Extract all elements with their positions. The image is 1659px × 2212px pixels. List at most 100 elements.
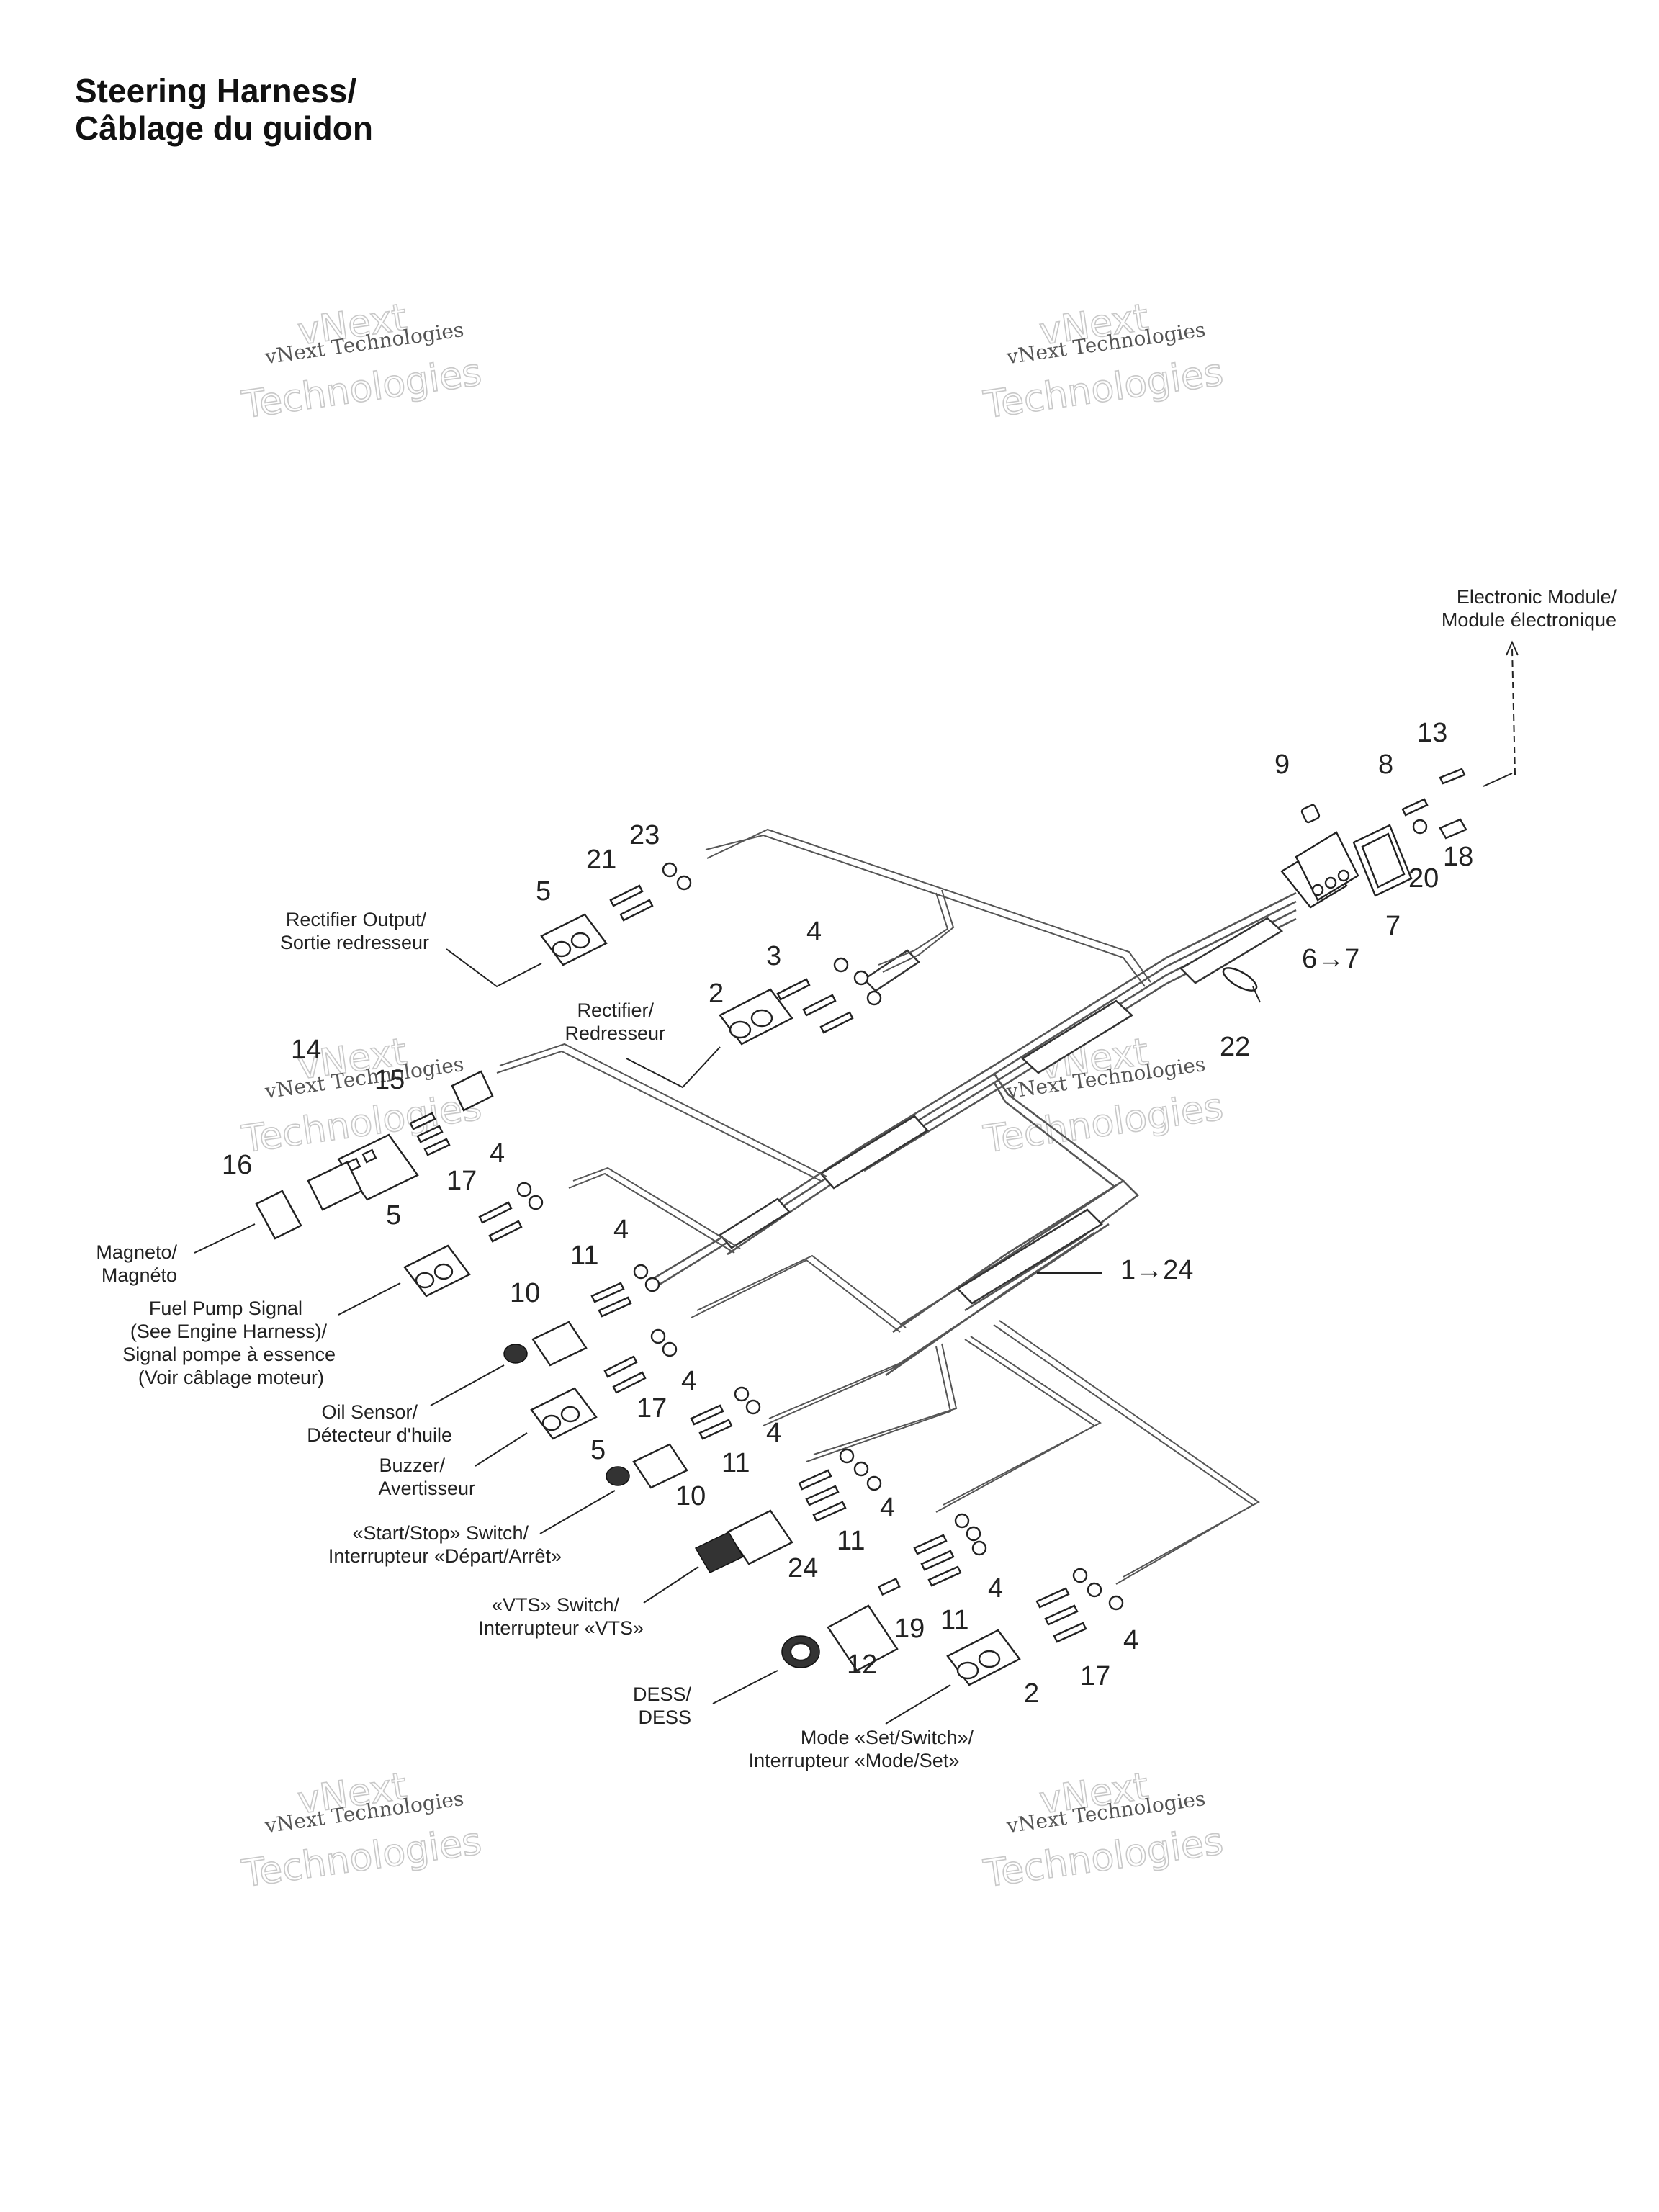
callout-11-start: 11 bbox=[721, 1448, 750, 1478]
start-stop-terminals bbox=[690, 1386, 761, 1440]
sheath-lower bbox=[956, 1208, 1104, 1305]
callout-2-mode: 2 bbox=[1024, 1678, 1039, 1709]
callout-11-vts: 11 bbox=[837, 1526, 865, 1556]
part-18-terminal bbox=[1439, 818, 1467, 840]
svg-text:Fuel Pump Signal: Fuel Pump Signal bbox=[149, 1298, 302, 1319]
callout-16: 16 bbox=[222, 1150, 252, 1180]
svg-text:Oil Sensor/: Oil Sensor/ bbox=[321, 1401, 418, 1423]
svg-text:Electronic Module/: Electronic Module/ bbox=[1457, 586, 1617, 608]
magneto-wires bbox=[496, 1043, 827, 1254]
callout-5-upper: 5 bbox=[536, 876, 551, 907]
part-20-seal bbox=[1412, 819, 1428, 835]
label-magneto: Magneto/ Magnéto bbox=[96, 1241, 177, 1286]
callout-4-fuel: 4 bbox=[613, 1215, 629, 1245]
label-rectifier: Rectifier/ Redresseur bbox=[565, 999, 665, 1044]
watermark-top-right: vNext Technologies vNext Technologies bbox=[980, 295, 1226, 428]
label-electronic-module: Electronic Module/ Module électronique bbox=[1442, 586, 1617, 631]
svg-text:Magnéto: Magnéto bbox=[102, 1264, 177, 1286]
magneto-retainer bbox=[451, 1070, 494, 1112]
callout-20: 20 bbox=[1408, 863, 1439, 894]
lower-branch-wires bbox=[691, 1254, 1260, 1585]
callout-5-fuel: 5 bbox=[386, 1200, 401, 1231]
dess-pin-19 bbox=[877, 1578, 901, 1596]
callout-19: 19 bbox=[894, 1614, 925, 1644]
label-mode-set: Mode «Set/Switch»/ Interrupteur «Mode/Se… bbox=[749, 1727, 974, 1771]
sheath-middle bbox=[819, 1115, 929, 1190]
callout-4-buzzer: 4 bbox=[766, 1418, 781, 1448]
callout-21: 21 bbox=[586, 845, 616, 875]
title-line-en: Steering Harness/ bbox=[75, 72, 357, 109]
svg-text:Interrupteur «VTS»: Interrupteur «VTS» bbox=[478, 1617, 644, 1639]
svg-text:(Voir câblage moteur): (Voir câblage moteur) bbox=[138, 1367, 324, 1388]
callout-numbers: 1→24 13 9 8 18 20 7 6→7 22 23 21 5 4 3 2… bbox=[222, 718, 1473, 1709]
svg-text:Avertisseur: Avertisseur bbox=[378, 1478, 475, 1499]
fuel-pump-connector bbox=[403, 1244, 471, 1298]
callout-17-buzzer: 17 bbox=[637, 1393, 667, 1424]
label-vts: «VTS» Switch/ Interrupteur «VTS» bbox=[478, 1594, 644, 1639]
label-dess: DESS/ DESS bbox=[633, 1683, 692, 1728]
callout-5-buzzer: 5 bbox=[590, 1435, 606, 1465]
label-buzzer: Buzzer/ Avertisseur bbox=[378, 1455, 475, 1499]
callout-4-vts: 4 bbox=[988, 1573, 1003, 1604]
callout-14: 14 bbox=[291, 1035, 321, 1065]
callout-23: 23 bbox=[629, 820, 660, 850]
leader-lines bbox=[194, 640, 1519, 1725]
svg-text:Interrupteur «Mode/Set»: Interrupteur «Mode/Set» bbox=[749, 1750, 960, 1771]
watermark-bottom-left: vNext Technologies vNext Technologies bbox=[238, 1764, 485, 1897]
title-line-fr: Câblage du guidon bbox=[75, 109, 373, 147]
part-9-plug bbox=[1300, 804, 1321, 824]
sheath-top bbox=[1179, 917, 1284, 984]
oil-sensor-terminals bbox=[590, 1264, 678, 1357]
magneto-cover-16 bbox=[255, 1190, 302, 1240]
mode-set-terminals bbox=[1035, 1568, 1124, 1643]
fuel-pump-terminals bbox=[478, 1182, 544, 1243]
svg-text:Rectifier Output/: Rectifier Output/ bbox=[286, 909, 427, 930]
callout-4-upper: 4 bbox=[806, 917, 822, 947]
magneto-connector bbox=[255, 1133, 419, 1240]
svg-text:Module électronique: Module électronique bbox=[1442, 609, 1617, 631]
svg-text:«Start/Stop» Switch/: «Start/Stop» Switch/ bbox=[352, 1522, 529, 1544]
watermark-top-left: vNext Technologies vNext Technologies bbox=[238, 295, 485, 428]
svg-text:Buzzer/: Buzzer/ bbox=[379, 1455, 445, 1476]
dess-terminals bbox=[913, 1513, 987, 1587]
sheath-upper bbox=[1020, 999, 1134, 1074]
svg-text:DESS/: DESS/ bbox=[633, 1683, 692, 1705]
part-8-pin bbox=[1401, 798, 1429, 817]
vts-connector bbox=[694, 1509, 793, 1573]
sheath-rectifier-output bbox=[863, 949, 920, 992]
svg-text:Redresseur: Redresseur bbox=[565, 1022, 665, 1044]
label-start-stop: «Start/Stop» Switch/ Interrupteur «Dépar… bbox=[328, 1522, 562, 1567]
callout-9: 9 bbox=[1274, 750, 1290, 780]
callout-4-start: 4 bbox=[880, 1493, 895, 1523]
svg-text:«VTS» Switch/: «VTS» Switch/ bbox=[492, 1594, 620, 1616]
svg-text:Interrupteur «Départ/Arrêt»: Interrupteur «Départ/Arrêt» bbox=[328, 1545, 562, 1567]
svg-text:Détecteur d'huile: Détecteur d'huile bbox=[307, 1424, 452, 1446]
rectifier-output-connector bbox=[540, 913, 608, 966]
callout-8: 8 bbox=[1378, 750, 1393, 780]
rectifier-connector bbox=[719, 988, 793, 1046]
callout-17-fuel: 17 bbox=[446, 1166, 477, 1196]
magneto-seal-14 bbox=[307, 1161, 363, 1211]
mode-set-connector bbox=[946, 1629, 1021, 1686]
vts-terminals bbox=[798, 1448, 882, 1522]
callout-7: 7 bbox=[1385, 911, 1401, 941]
callout-2-upper: 2 bbox=[709, 979, 724, 1009]
svg-text:DESS: DESS bbox=[638, 1707, 691, 1728]
svg-text:Signal pompe à essence: Signal pompe à essence bbox=[122, 1344, 336, 1365]
svg-text:(See Engine Harness)/: (See Engine Harness)/ bbox=[130, 1321, 328, 1342]
dess-connector bbox=[781, 1578, 901, 1672]
label-oil-sensor: Oil Sensor/ Détecteur d'huile bbox=[307, 1401, 452, 1446]
callout-17-mode: 17 bbox=[1080, 1661, 1110, 1691]
buzzer-connector bbox=[530, 1387, 598, 1440]
svg-text:Rectifier/: Rectifier/ bbox=[577, 999, 654, 1021]
svg-text:Sortie redresseur: Sortie redresseur bbox=[280, 932, 429, 953]
callout-4-magneto: 4 bbox=[490, 1138, 505, 1169]
magneto-terminals bbox=[409, 1112, 451, 1156]
callout-6-7: 6→7 bbox=[1302, 944, 1359, 974]
label-rectifier-output: Rectifier Output/ Sortie redresseur bbox=[280, 909, 429, 953]
callout-10-start: 10 bbox=[675, 1481, 706, 1511]
rectifier-output-wires bbox=[705, 828, 1151, 987]
callout-11-oil: 11 bbox=[570, 1241, 598, 1271]
callout-4-oil: 4 bbox=[681, 1366, 696, 1396]
